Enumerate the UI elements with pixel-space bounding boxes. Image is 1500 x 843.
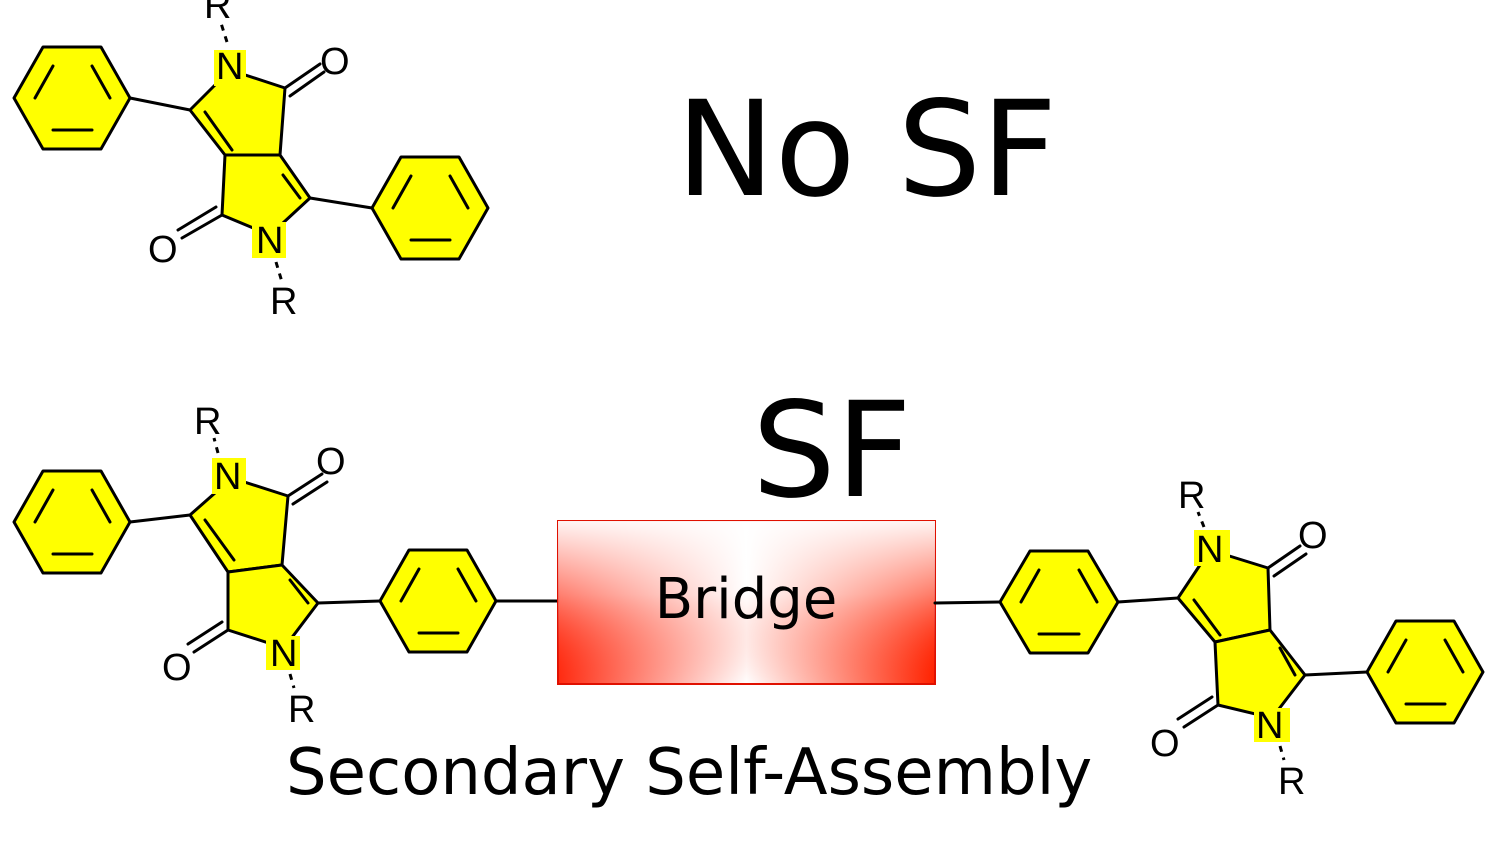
label-bridge: Bridge: [655, 567, 838, 632]
n-atom-bg: [266, 636, 300, 670]
atom-o: O: [1150, 723, 1180, 765]
dashed-bond: [274, 261, 284, 283]
label-secondary-self-assembly: Secondary Self-Assembly: [286, 736, 1092, 810]
atom-r: R: [204, 0, 231, 27]
phenyl-ring-linker-right: [998, 549, 1120, 655]
atom-n: N: [270, 633, 297, 675]
atom-n: N: [256, 220, 283, 262]
dashed-bond: [1278, 745, 1286, 761]
phenyl-ring-right: [370, 155, 490, 261]
dashed-bond: [218, 19, 229, 43]
atom-o: O: [148, 229, 178, 271]
atom-r: R: [1278, 761, 1305, 803]
atom-r: R: [288, 689, 315, 731]
dpp-core-top: [176, 62, 326, 240]
phenyl-ring-linker-left: [378, 548, 498, 654]
atom-n: N: [214, 456, 241, 498]
dashed-bond: [212, 437, 220, 454]
atom-r: R: [194, 401, 221, 443]
atom-o: O: [1298, 515, 1328, 557]
n-atom-bg: [1194, 530, 1230, 566]
atom-n: N: [1196, 529, 1223, 571]
atom-o: O: [162, 647, 192, 689]
atom-r: R: [1178, 475, 1205, 517]
atom-o: O: [320, 41, 350, 83]
label-no-sf: No SF: [676, 73, 1057, 227]
phenyl-ring-terminal-left: [12, 469, 132, 575]
n-atom-bg: [214, 50, 246, 86]
atom-o: O: [316, 441, 346, 483]
dpp-unit-right: N R O N R O: [933, 475, 1485, 803]
dashed-bond: [1196, 511, 1206, 528]
atom-n: N: [1256, 705, 1283, 747]
dashed-bond: [288, 673, 296, 689]
phenyl-ring-terminal-right: [1365, 619, 1485, 725]
dpp-unit-left: N R O N R O: [12, 401, 560, 731]
n-atom-bg: [252, 222, 286, 258]
label-sf: SF: [752, 374, 912, 528]
atom-n: N: [216, 46, 243, 88]
dpp-molecule-top: N R O N R O: [12, 0, 490, 323]
atom-r: R: [270, 281, 297, 323]
n-atom-bg: [1254, 708, 1290, 742]
n-atom-bg: [212, 458, 246, 494]
bridge-block: Bridge: [557, 520, 936, 685]
phenyl-ring-left: [12, 45, 132, 151]
